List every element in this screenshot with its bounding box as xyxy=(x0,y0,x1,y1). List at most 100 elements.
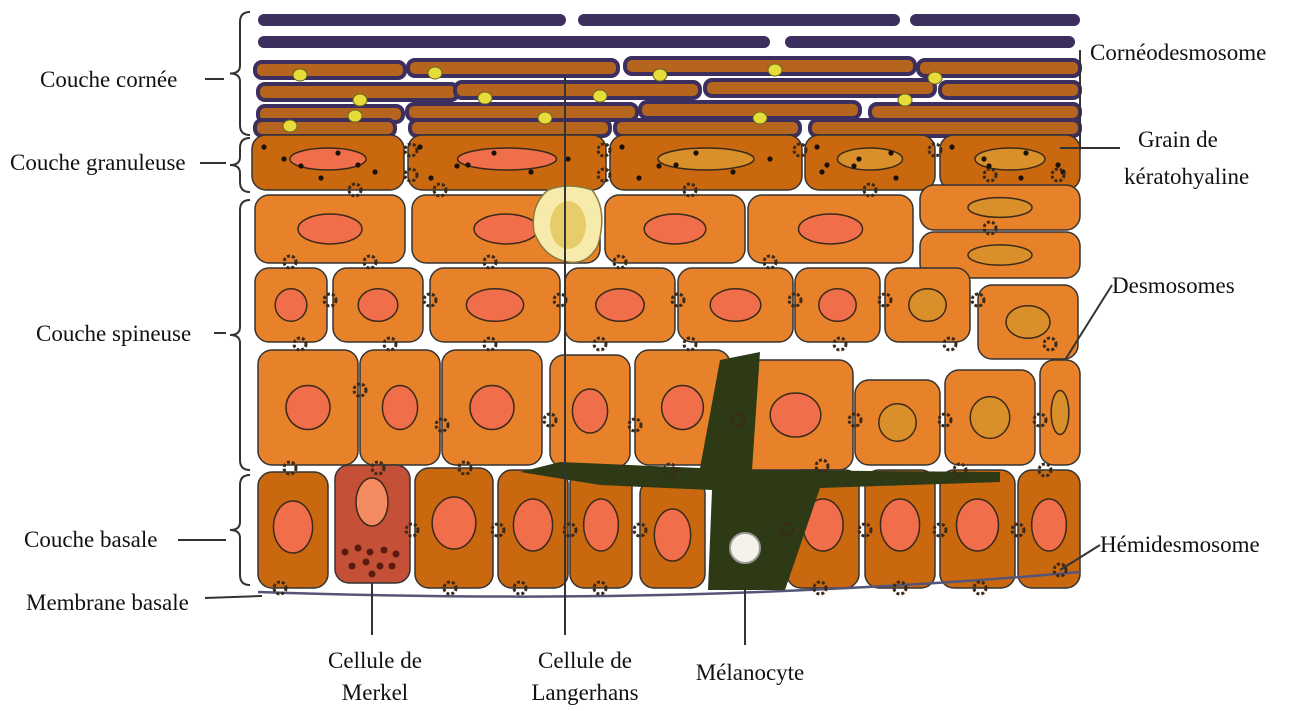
keratohyalin-granule xyxy=(1055,162,1060,167)
merkel-granule xyxy=(369,571,376,578)
corneocyte xyxy=(255,120,395,136)
nucleus xyxy=(799,214,863,244)
nucleus xyxy=(770,393,821,437)
corneodesmosome-icon xyxy=(478,92,492,104)
corneodesmosome-icon xyxy=(293,69,307,81)
keratohyalin-granule xyxy=(318,175,323,180)
nucleus xyxy=(584,499,619,551)
keratohyalin-granule xyxy=(491,150,496,155)
nucleus xyxy=(710,289,761,322)
label-melanocyte: Mélanocyte xyxy=(680,658,820,688)
label-merkel-1: Cellule de xyxy=(310,646,440,676)
keratohyalin-granule xyxy=(1018,175,1023,180)
label-hemidesmosome: Hémidesmosome xyxy=(1100,530,1260,560)
corneocyte xyxy=(640,102,860,118)
corneocyte xyxy=(255,62,405,78)
merkel-granule xyxy=(349,563,356,570)
merkel-granule xyxy=(377,563,384,570)
merkel-granule xyxy=(363,559,370,566)
keratohyalin-granule xyxy=(298,163,303,168)
corneodesmosome-icon xyxy=(538,112,552,124)
nucleus xyxy=(474,214,538,244)
nucleus xyxy=(458,148,557,170)
keratohyalin-granule xyxy=(565,156,570,161)
nucleus xyxy=(644,214,706,244)
label-grain-keratohyaline-2: kératohyaline xyxy=(1124,162,1249,192)
corneocyte xyxy=(410,120,610,136)
nucleus xyxy=(273,501,312,553)
langerhans-nucleus xyxy=(550,201,586,249)
nucleus xyxy=(658,148,754,170)
keratohyalin-granule xyxy=(856,156,861,161)
nucleus xyxy=(596,289,644,322)
nucleus xyxy=(819,289,856,322)
nucleus xyxy=(879,404,916,441)
stratum-corneum-layer xyxy=(255,14,1080,136)
corneodesmosome-icon xyxy=(283,120,297,132)
merkel-granule xyxy=(342,549,349,556)
corneodesmosome-icon xyxy=(593,90,607,102)
merkel-granule xyxy=(393,551,400,558)
nucleus xyxy=(970,397,1010,439)
layer-bracket xyxy=(230,138,250,192)
label-membrane-basale: Membrane basale xyxy=(26,588,189,618)
merkel-granule xyxy=(367,549,374,556)
nucleus xyxy=(909,289,946,322)
keratohyalin-granule xyxy=(730,169,735,174)
keratohyalin-granule xyxy=(335,150,340,155)
nucleus xyxy=(1032,499,1067,551)
keratohyalin-granule xyxy=(767,156,772,161)
nucleus xyxy=(968,198,1032,218)
label-merkel-2: Merkel xyxy=(310,678,440,708)
keratohyalin-granule xyxy=(693,150,698,155)
nucleus xyxy=(356,478,388,526)
nucleus xyxy=(957,499,999,551)
keratohyalin-granule xyxy=(281,156,286,161)
nucleus xyxy=(358,289,398,322)
corneocyte xyxy=(940,82,1080,98)
label-langerhans-2: Langerhans xyxy=(515,678,655,708)
keratohyalin-granule xyxy=(819,169,824,174)
nucleus xyxy=(382,386,417,430)
keratohyalin-granule xyxy=(824,162,829,167)
label-corneodesmosome: Cornéodesmosome xyxy=(1090,38,1266,68)
corneodesmosome-icon xyxy=(753,112,767,124)
keratohyalin-granule xyxy=(619,144,624,149)
merkel-granule xyxy=(355,545,362,552)
keratohyalin-granule xyxy=(261,144,266,149)
corneocyte xyxy=(705,80,935,96)
label-langerhans-1: Cellule de xyxy=(515,646,655,676)
nucleus xyxy=(286,386,330,430)
corneocyte-flat xyxy=(258,36,558,48)
keratohyalin-granule xyxy=(528,169,533,174)
nucleus xyxy=(572,389,607,433)
keratohyalin-granule xyxy=(673,162,678,167)
layer-bracket xyxy=(230,200,250,470)
nucleus xyxy=(1051,391,1069,435)
nucleus xyxy=(1006,306,1050,339)
corneocyte-flat xyxy=(910,14,1080,26)
corneocyte xyxy=(810,120,1080,136)
keratohyalin-granule xyxy=(981,156,986,161)
nucleus xyxy=(513,499,552,551)
nucleus xyxy=(470,386,514,430)
keratohyalin-granule xyxy=(454,163,459,168)
keratohyalin-granule xyxy=(636,175,641,180)
keratohyalin-granule xyxy=(893,175,898,180)
nucleus xyxy=(662,386,704,430)
merkel-granule xyxy=(389,563,396,570)
nucleus xyxy=(968,245,1032,265)
nucleus xyxy=(880,499,919,551)
corneocyte xyxy=(870,104,1080,120)
nucleus xyxy=(466,289,523,322)
corneocyte-flat xyxy=(520,36,770,48)
nucleus xyxy=(654,509,690,561)
layer-bracket xyxy=(230,475,250,585)
corneocyte xyxy=(615,120,800,136)
leader-membrane xyxy=(205,596,262,598)
layer-bracket xyxy=(230,12,250,135)
corneodesmosome-icon xyxy=(353,94,367,106)
keratohyalin-granule xyxy=(1023,150,1028,155)
keratohyalin-granule xyxy=(851,163,856,168)
stratum-granulosum-layer xyxy=(252,135,1080,190)
